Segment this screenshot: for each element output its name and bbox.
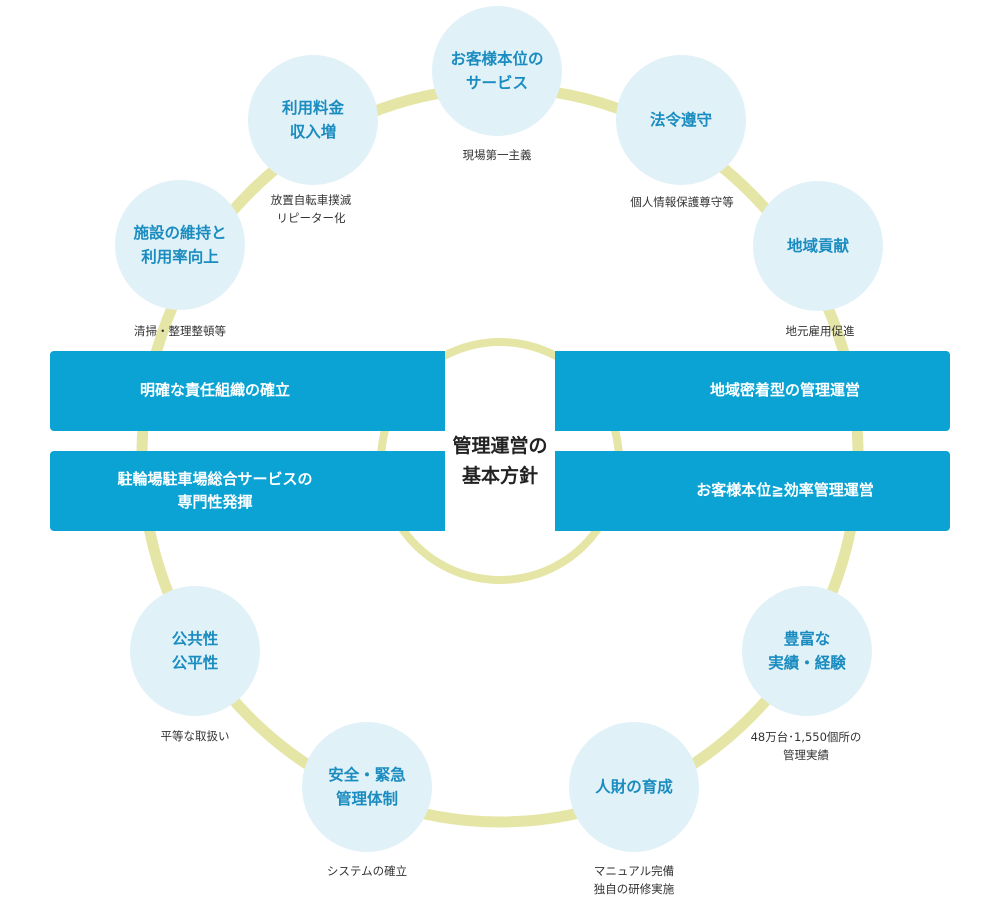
- node-safety-management: 安全・緊急 管理体制: [302, 722, 432, 852]
- node-note: 平等な取扱い: [160, 729, 230, 743]
- policy-band-right-top: 地域密着型の管理運営: [555, 351, 950, 431]
- node-title: 公共性 公平性: [171, 629, 219, 672]
- node-title: 利用料金 収入増: [281, 98, 344, 141]
- policy-band-left-bottom: 駐輪場駐車場総合サービスの 専門性発揮: [50, 451, 445, 531]
- center-title: 管理運営の 基本方針: [452, 434, 548, 487]
- node-note: 個人情報保護尊守等: [630, 195, 734, 209]
- policy-band-right-bottom: お客様本位≧効率管理運営: [555, 451, 950, 531]
- node-note: システムの確立: [326, 864, 408, 878]
- node-experience: 豊富な 実績・経験: [742, 586, 872, 716]
- node-revenue: 利用料金 収入増: [248, 55, 378, 185]
- node-title: 地域貢献: [786, 236, 849, 255]
- node-title: 人財の育成: [595, 777, 673, 796]
- node-note: マニュアル完備 独自の研修実施: [593, 864, 675, 897]
- node-note: 地元雇用促進: [785, 324, 855, 338]
- node-community-contribution: 地域貢献: [753, 181, 883, 311]
- node-title: 施設の維持と 利用率向上: [133, 223, 227, 266]
- node-note: 現場第一主義: [462, 148, 532, 162]
- node-note: 放置自転車撲滅 リピーター化: [270, 193, 352, 226]
- node-fairness: 公共性 公平性: [130, 586, 260, 716]
- node-note: 清掃・整理整頓等: [134, 324, 226, 338]
- policy-band-left-top: 明確な責任組織の確立: [50, 351, 445, 431]
- node-title: お客様本位の サービス: [450, 49, 544, 92]
- node-customer-service: お客様本位の サービス: [432, 6, 562, 136]
- node-note: 48万台･1,550個所の 管理実績: [750, 730, 862, 763]
- node-compliance: 法令遵守: [616, 55, 746, 185]
- node-title: 安全・緊急 管理体制: [328, 765, 406, 808]
- node-talent-development: 人財の育成: [569, 722, 699, 852]
- node-facility-maintenance: 施設の維持と 利用率向上: [115, 180, 245, 310]
- node-title: 豊富な 実績・経験: [768, 629, 846, 672]
- node-title: 法令遵守: [649, 110, 712, 129]
